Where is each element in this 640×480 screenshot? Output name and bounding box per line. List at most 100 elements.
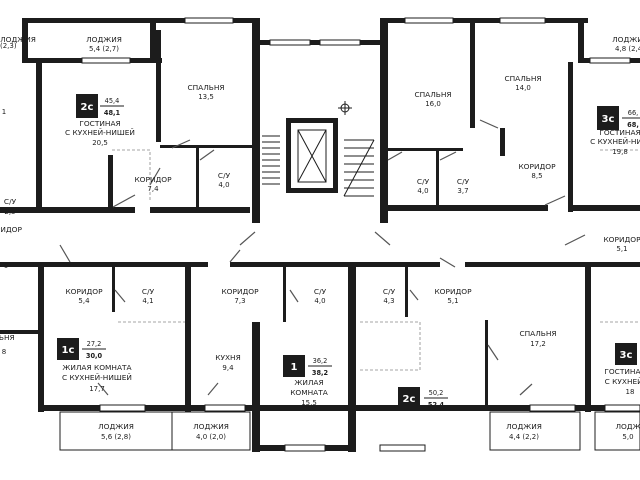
room-name: ЛЬНЯ (0, 333, 15, 342)
svg-text:52,4: 52,4 (428, 401, 445, 409)
svg-text:36,2: 36,2 (313, 357, 328, 365)
room-area: 5,0 (622, 433, 633, 441)
room-name: С/У (383, 287, 396, 296)
room-area: 7,3 (234, 297, 245, 305)
svg-text:2с: 2с (81, 102, 94, 113)
room-name: ГОСТИНАЯ (604, 367, 640, 376)
room-area: 5,4 (78, 297, 90, 305)
room-area: 13,5 (198, 93, 214, 101)
svg-text:66,: 66, (628, 109, 639, 117)
room-name: ЛОДЖИЯ (86, 35, 122, 44)
room-name: С/У (4, 197, 17, 206)
room-area: (2,3) (0, 42, 17, 50)
room-name: С КУХНЕЙ-НИШ (590, 137, 640, 146)
room-area: 5,1 (447, 297, 458, 305)
room-area: 7,4 (147, 185, 159, 193)
room-area: 14,0 (515, 84, 531, 92)
room-name: ОРИДОР (0, 225, 22, 234)
room-area: 2,5 (4, 208, 15, 216)
room-name: С КУХНЕЙ-НИШЕЙ (65, 128, 135, 137)
door-swings (59, 119, 586, 396)
room-name: ЛОДЖИЯ (506, 422, 542, 431)
room-area: 1 (2, 108, 6, 116)
crosshair-marker-icon (338, 101, 352, 115)
room-name: КОРИДОР (65, 287, 103, 296)
room-area: 3,7 (457, 187, 468, 195)
svg-text:30,0: 30,0 (86, 352, 103, 360)
svg-text:1с: 1с (62, 345, 75, 356)
room-name: ЛОДЖИЯ (193, 422, 229, 431)
room-area: 5,6 (2,8) (101, 433, 131, 441)
room-name: ЖИЛАЯ (294, 378, 323, 387)
room-name: С/У (457, 177, 470, 186)
walls (0, 18, 640, 452)
room-name: С КУХНЕЙ-НИШЕЙ (62, 373, 132, 382)
staircase-icon (262, 135, 375, 197)
svg-text:48,1: 48,1 (104, 109, 121, 117)
room-area: 4,0 (2,0) (196, 433, 226, 441)
room-area: 8,5 (531, 172, 542, 180)
room-name: С/У (314, 287, 327, 296)
room-name: КОРИДОР (134, 175, 172, 184)
room-name: С/У (218, 171, 231, 180)
room-area: 0 (4, 262, 8, 270)
room-area: 9,4 (222, 364, 234, 372)
svg-text:68,: 68, (627, 121, 639, 129)
svg-text:38,2: 38,2 (312, 369, 329, 377)
room-area: 17,2 (530, 340, 546, 348)
elevator-shaft-icon (297, 129, 327, 183)
room-area: 5,4 (2,7) (89, 45, 119, 53)
room-name: СПАЛЬНЯ (504, 74, 541, 83)
room-area: 4,8 (2,4) (615, 45, 640, 53)
apartment-badge-3c-bottom: 3с (615, 343, 637, 365)
apartment-badge-3c-top: 3с 66, 68, (597, 106, 640, 130)
room-area: 4,0 (314, 297, 325, 305)
room-area: 19,8 (612, 148, 628, 156)
room-name: ЛОДЖ (615, 422, 640, 431)
room-name: СПАЛЬНЯ (414, 90, 451, 99)
room-area: 4,0 (218, 181, 229, 189)
room-name: КОРИДОР (434, 287, 472, 296)
room-area: 4,4 (2,2) (509, 433, 539, 441)
room-name: ЖИЛАЯ КОМНАТА (62, 363, 131, 372)
room-area: 16,0 (425, 100, 441, 108)
apartment-badge-1: 1 36,2 38,2 (283, 355, 332, 377)
room-name: С/У (417, 177, 430, 186)
kitchen-niche-zones (112, 149, 640, 371)
room-name: СПАЛЬНЯ (519, 329, 556, 338)
room-name: КОМНАТА (290, 388, 328, 397)
svg-text:50,2: 50,2 (429, 389, 444, 397)
room-area: 17,7 (89, 385, 105, 393)
room-area: 4,1 (142, 297, 153, 305)
svg-text:45,4: 45,4 (105, 97, 120, 105)
room-labels: (2,3) ЛОДЖИЯ 5,4 (2,7) СПАЛЬНЯ 13,5 ГОСТ… (0, 35, 640, 441)
room-area: 15,5 (301, 399, 317, 407)
loggias (59, 411, 640, 451)
svg-text:2с: 2с (403, 394, 416, 405)
room-name: С/У (142, 287, 155, 296)
room-name: ГОСТИНАЯ (599, 128, 640, 137)
apartment-badge-2c-bottom: 2с 50,2 52,4 (398, 387, 448, 409)
room-area: 4,3 (383, 297, 394, 305)
apartment-badge-1c: 1с 27,2 30,0 (57, 338, 106, 360)
windows (81, 17, 640, 452)
room-area: 20,5 (92, 139, 108, 147)
room-area: 18 (626, 388, 635, 396)
room-area: 8 (2, 348, 6, 356)
room-name: КОРИДОР (221, 287, 259, 296)
room-area: 5,1 (616, 245, 627, 253)
room-name: ЛОДЖИЯ (98, 422, 134, 431)
room-name: ЛОДЖИЯ (612, 35, 640, 44)
room-name: ЛОДЖИЯ (0, 35, 36, 44)
svg-text:3с: 3с (602, 114, 615, 125)
room-name: КУХНЯ (215, 353, 241, 362)
svg-text:3с: 3с (620, 350, 633, 361)
svg-text:1: 1 (291, 362, 298, 373)
room-area: 4,0 (417, 187, 428, 195)
room-name: КОРИДОР (603, 235, 640, 244)
room-name: С КУХНЕЙ- (605, 377, 640, 386)
room-name: КОРИДОР (518, 162, 556, 171)
apartment-badge-2c-top: 2с 45,4 48,1 (76, 94, 124, 118)
svg-text:27,2: 27,2 (87, 340, 102, 348)
